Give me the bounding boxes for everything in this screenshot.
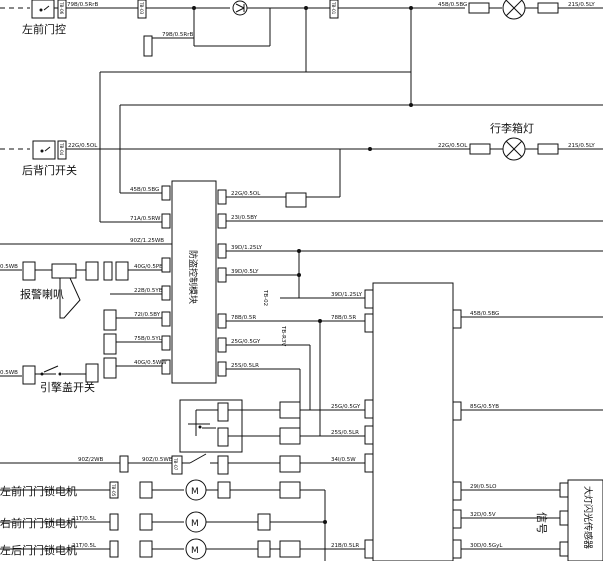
wire-label: 22G/0.5OL bbox=[68, 143, 98, 149]
antitheft-module: 防盗控制模块 bbox=[161, 180, 227, 384]
wire-label: 34I/0.5W bbox=[331, 457, 356, 463]
connector-label: TB-06 bbox=[59, 1, 64, 15]
wire-label: 22G/0.5OL bbox=[438, 143, 468, 149]
wire-label: 39D/1.25LY bbox=[331, 292, 363, 298]
alarm-horn-label: 报警喇叭 bbox=[20, 287, 64, 301]
alarm-horn: 0.5WB 40G/0.5PB 报警喇叭 bbox=[0, 261, 163, 319]
svg-text:M: M bbox=[191, 546, 199, 556]
wire-label: 0.5WB bbox=[0, 370, 18, 376]
hood-switch-label: 引擎盖开关 bbox=[40, 380, 95, 394]
wire-label: 40G/0.5PB bbox=[134, 264, 163, 270]
connector-label: TB-07 bbox=[173, 457, 178, 471]
wire-label: 79B/0.5RrB bbox=[67, 2, 98, 8]
connector-label: TB-01 bbox=[331, 1, 336, 15]
wire-label: 22B/0.5YB bbox=[134, 288, 163, 294]
svg-text:M: M bbox=[191, 519, 199, 529]
wire-label: 45B/0.5BG bbox=[470, 311, 499, 317]
wire-label: 90Z/1.25WB bbox=[130, 238, 164, 244]
rear-door-row: 22G/0.5OL 22G/0.5OL 21S/0.5LY 行李箱灯 后背门开关 bbox=[0, 121, 603, 177]
wire-label: 21S/0.5LY bbox=[568, 2, 595, 8]
wire-label: 39D/1.25LY bbox=[231, 245, 263, 251]
connector-label: TB-05 bbox=[111, 483, 116, 497]
wire-label: TB-R3V bbox=[280, 325, 286, 346]
rear-door-switch-label: 后背门开关 bbox=[22, 163, 77, 177]
wire-label: 0.5WB bbox=[0, 264, 18, 270]
wire-label: 21B/0.5LR bbox=[331, 543, 359, 549]
svg-text:M: M bbox=[191, 487, 199, 497]
lr-door-lock-label: 左后门门锁电机 bbox=[0, 543, 77, 557]
luggage-lamp-label: 行李箱灯 bbox=[490, 121, 534, 135]
wire-label: 90Z/0.5WB bbox=[142, 457, 173, 463]
wire-label: 72I/0.5BY bbox=[134, 312, 161, 318]
wire-label: 25S/0.5LR bbox=[231, 363, 259, 369]
relay-block: 25G/0.5GY 25S/0.5LR bbox=[179, 399, 365, 453]
wire-label: 45B/0.5BG bbox=[438, 2, 467, 8]
sensor-label: 大灯闪光传感器 bbox=[582, 486, 594, 549]
wire-label: 21T/0.5L bbox=[72, 543, 97, 549]
wire-label: 85G/0.5YB bbox=[470, 404, 499, 410]
wire-label: 45B/0.5BG bbox=[130, 187, 159, 193]
wire-label: 29I/0.5LO bbox=[470, 484, 497, 490]
antitheft-module-label: 防盗控制模块 bbox=[187, 250, 199, 304]
wire-label: 39D/0.5LY bbox=[231, 269, 259, 275]
wire-label: 78B/0.5R bbox=[231, 315, 256, 321]
wire-label: 25G/0.5GY bbox=[231, 339, 261, 345]
wire-label: TB-02 bbox=[262, 289, 268, 306]
rf-door-lock-label: 右前门门锁电机 bbox=[0, 516, 77, 530]
wire-label: 32D/0.5V bbox=[470, 512, 496, 518]
wire-label: 30D/0.5GyL bbox=[470, 543, 503, 549]
hood-switch: 0.5WB 40G/0.5WW 引擎盖开关 bbox=[0, 357, 167, 394]
lf-door-lock-label: 左前门门锁电机 bbox=[0, 484, 77, 498]
top-row: 79B/0.5RrB 79B/0.5RrB 45B/0.5BG 21S/0.5L… bbox=[0, 0, 603, 105]
wire-label: 22G/0.5OL bbox=[231, 191, 261, 197]
door-lock-motors: M 左前门门锁电机 21T/0.5L M 右前门门锁电机 21T/0.5L M … bbox=[0, 479, 365, 561]
wire-label: 40G/0.5WW bbox=[134, 360, 167, 366]
wire-label: 23I/0.5BY bbox=[231, 215, 258, 221]
left-front-door-control-label: 左前门控 bbox=[22, 22, 66, 36]
connector-label: TB-03 bbox=[139, 1, 144, 15]
wire-label: 21S/0.5LY bbox=[568, 143, 595, 149]
light-sensor: 大灯闪光传感器 29I/0.5LO 32D/0.5V 30D/0.5GyL 信号 bbox=[461, 479, 603, 561]
rear-door-switch bbox=[32, 140, 56, 160]
wire-label: 21T/0.5L bbox=[72, 516, 97, 522]
wire-label: 78B/0.5R bbox=[331, 315, 356, 321]
wire-label: 25G/0.5GY bbox=[331, 404, 361, 410]
wire-label: 25S/0.5LR bbox=[331, 430, 359, 436]
wire-label: 90Z/2WB bbox=[78, 457, 104, 463]
wire-label: 75B/0.5YL bbox=[134, 336, 163, 342]
wire-label: 79B/0.5RrB bbox=[162, 32, 193, 38]
wire-label: 71A/0.5RW bbox=[130, 216, 161, 222]
central-module bbox=[364, 282, 462, 561]
left-front-door-switch bbox=[31, 0, 55, 19]
connector-label: TB-04 bbox=[59, 142, 64, 156]
signal-label: 信号 bbox=[535, 512, 548, 534]
diode-icon bbox=[232, 0, 248, 16]
